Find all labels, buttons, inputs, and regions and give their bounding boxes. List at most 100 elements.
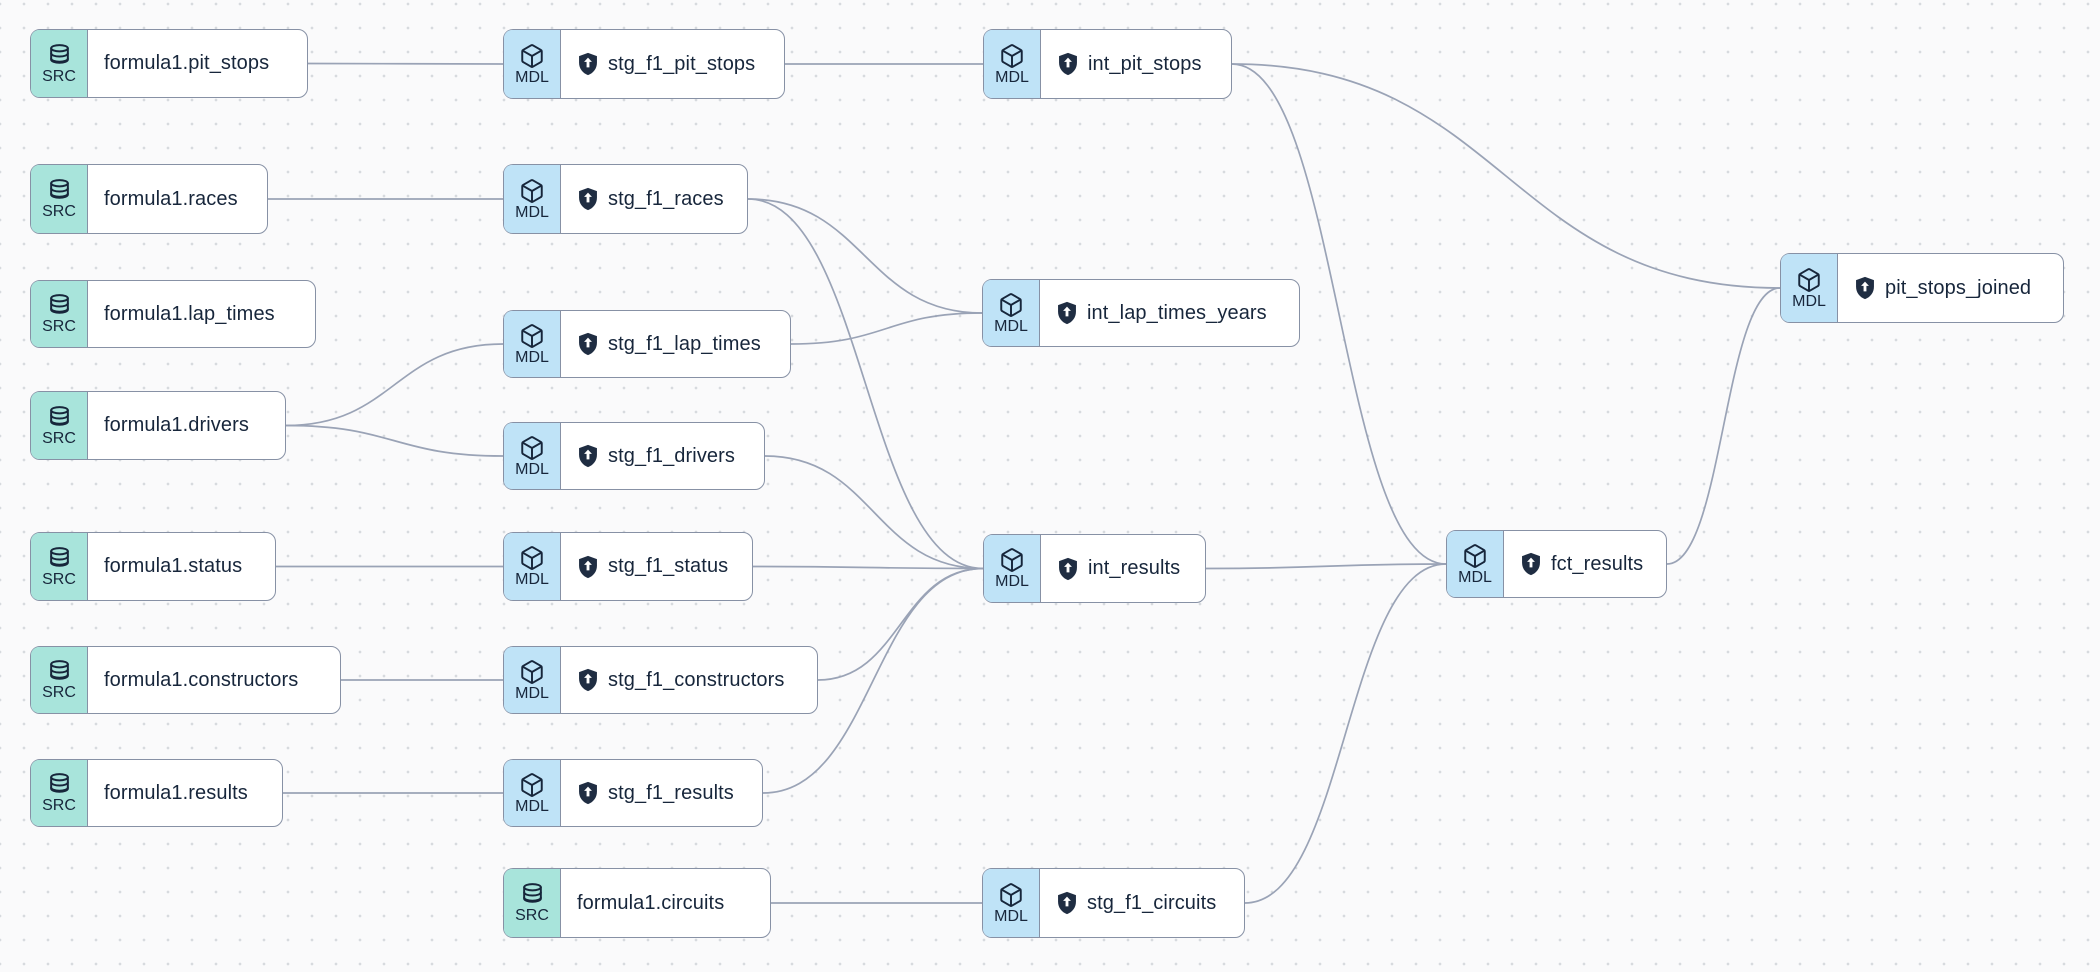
node-body: fct_results [1504, 531, 1666, 597]
shield-icon [1056, 891, 1078, 915]
shield-icon [1057, 557, 1079, 581]
node-pit_stops_joined[interactable]: MDL pit_stops_joined [1780, 253, 2064, 323]
node-formula1_drivers[interactable]: SRC formula1.drivers [30, 391, 286, 460]
database-icon [47, 772, 72, 797]
badge-label: SRC [42, 318, 76, 335]
model-badge: MDL [504, 165, 561, 233]
database-icon [520, 882, 545, 907]
model-badge: MDL [504, 760, 561, 826]
node-body: formula1.results [88, 760, 282, 826]
source-badge: SRC [31, 533, 88, 600]
node-stg_f1_lap_times[interactable]: MDL stg_f1_lap_times [503, 310, 791, 378]
source-badge: SRC [31, 760, 88, 826]
edge-stg_f1_drivers-to-int_results [764, 455, 984, 570]
node-formula1_circuits[interactable]: SRC formula1.circuits [503, 868, 771, 938]
node-label: stg_f1_circuits [1087, 891, 1217, 914]
node-body: formula1.pit_stops [88, 30, 307, 97]
badge-label: SRC [42, 429, 76, 447]
cube-icon [999, 547, 1025, 573]
node-label: formula1.constructors [104, 668, 299, 691]
node-body: stg_f1_pit_stops [561, 30, 784, 98]
cube-icon [519, 435, 545, 461]
node-body: int_pit_stops [1041, 30, 1231, 98]
shield-icon [577, 332, 599, 356]
node-fct_results[interactable]: MDL fct_results [1446, 530, 1667, 598]
node-formula1_results[interactable]: SRC formula1.results [30, 759, 283, 827]
cube-icon [519, 323, 545, 349]
node-formula1_races[interactable]: SRC formula1.races [30, 164, 268, 234]
database-icon [47, 293, 72, 318]
node-stg_f1_status[interactable]: MDL stg_f1_status [503, 532, 753, 601]
edge-int_pit_stops-to-fct_results [1231, 63, 1447, 565]
node-body: int_results [1041, 535, 1205, 602]
badge-label: MDL [1458, 568, 1492, 586]
badge-label: SRC [42, 203, 76, 220]
node-label: fct_results [1551, 552, 1644, 575]
edge-fct_results-to-pit_stops_joined [1666, 287, 1781, 565]
node-label: stg_f1_lap_times [608, 332, 761, 355]
badge-label: MDL [515, 571, 549, 588]
model-badge: MDL [504, 533, 561, 600]
model-badge: MDL [1781, 254, 1838, 322]
node-label: formula1.circuits [577, 891, 725, 914]
node-body: stg_f1_results [561, 760, 762, 826]
node-label: formula1.status [104, 555, 243, 577]
source-badge: SRC [31, 281, 88, 347]
node-label: stg_f1_status [608, 555, 729, 577]
shield-icon [577, 444, 599, 468]
cube-icon [998, 292, 1024, 318]
model-badge: MDL [984, 30, 1041, 98]
cube-icon [519, 659, 545, 685]
node-label: int_results [1088, 557, 1181, 579]
node-formula1_status[interactable]: SRC formula1.status [30, 532, 276, 601]
node-body: formula1.drivers [88, 392, 285, 459]
node-label: formula1.races [104, 187, 238, 210]
edge-formula1_drivers-to-stg_f1_lap_times [285, 343, 504, 427]
badge-label: SRC [42, 684, 76, 701]
edge-int_results-to-fct_results [1205, 563, 1447, 570]
badge-label: MDL [515, 460, 549, 478]
node-label: formula1.results [104, 781, 248, 804]
badge-label: SRC [42, 797, 76, 814]
node-body: stg_f1_status [561, 533, 752, 600]
database-icon [47, 43, 72, 68]
node-body: formula1.status [88, 533, 275, 600]
badge-label: MDL [1792, 292, 1826, 310]
node-formula1_constructors[interactable]: SRC formula1.constructors [30, 646, 341, 714]
node-formula1_lap_times[interactable]: SRC formula1.lap_times [30, 280, 316, 348]
cube-icon [1462, 543, 1488, 569]
source-badge: SRC [31, 165, 88, 233]
node-label: formula1.lap_times [104, 302, 275, 325]
node-stg_f1_results[interactable]: MDL stg_f1_results [503, 759, 763, 827]
badge-label: SRC [42, 570, 76, 588]
node-int_pit_stops[interactable]: MDL int_pit_stops [983, 29, 1232, 99]
model-badge: MDL [504, 311, 561, 377]
edge-stg_f1_constructors-to-int_results [817, 567, 984, 681]
badge-label: MDL [515, 797, 549, 815]
node-body: int_lap_times_years [1040, 280, 1299, 346]
cube-icon [519, 545, 545, 571]
node-label: pit_stops_joined [1885, 276, 2032, 299]
node-body: stg_f1_circuits [1040, 869, 1244, 937]
source-badge: SRC [504, 869, 561, 937]
shield-icon [1057, 52, 1079, 76]
model-badge: MDL [504, 423, 561, 489]
shield-icon [1056, 301, 1078, 325]
model-badge: MDL [1447, 531, 1504, 597]
edge-int_pit_stops-to-pit_stops_joined [1231, 63, 1781, 289]
node-body: formula1.lap_times [88, 281, 315, 347]
source-badge: SRC [31, 392, 88, 459]
cube-icon [519, 178, 545, 204]
node-label: int_pit_stops [1088, 52, 1202, 75]
database-icon [47, 659, 72, 684]
